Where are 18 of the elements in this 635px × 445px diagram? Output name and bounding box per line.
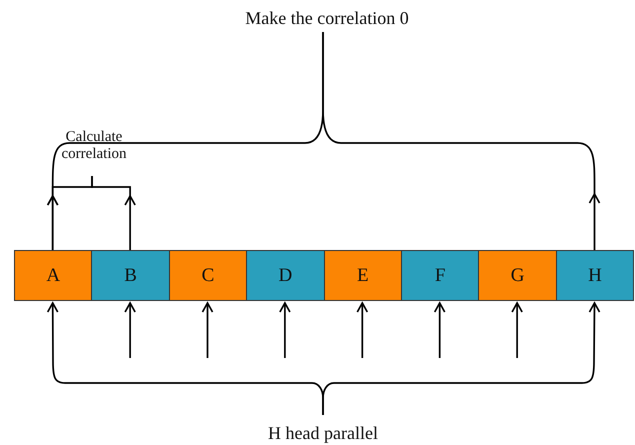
sequence-cell: D — [246, 250, 325, 301]
arrow — [202, 301, 214, 358]
arrow — [434, 301, 446, 358]
arrow — [124, 301, 136, 358]
sequence-cell: F — [401, 250, 480, 301]
sequence-cell: C — [168, 250, 248, 301]
arrow — [511, 301, 523, 358]
caption-text: Make the correlation 0 — [200, 8, 454, 29]
sequence-cell: H — [556, 250, 634, 301]
arrow — [322, 301, 600, 415]
arrow — [356, 301, 368, 358]
sequence-cell: A — [14, 250, 92, 301]
arrow — [279, 301, 291, 358]
caption-text: Calculate correlation — [44, 129, 144, 164]
sequence-cell: G — [478, 250, 557, 301]
sequence-cell: B — [91, 250, 170, 301]
caption-text: H head parallel — [210, 423, 436, 444]
sequence-cell: E — [324, 250, 402, 301]
